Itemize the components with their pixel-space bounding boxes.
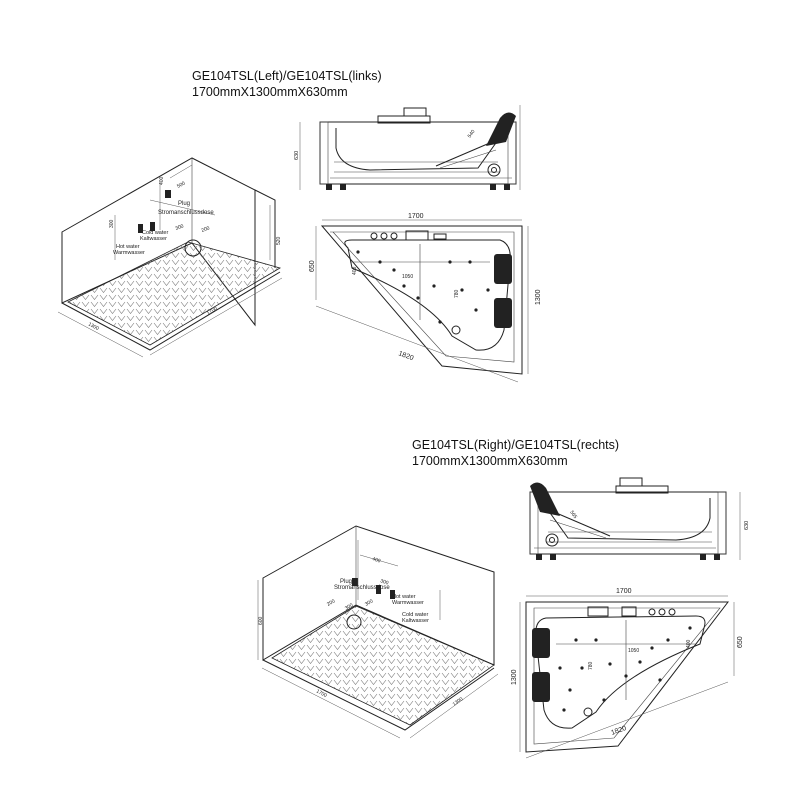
left-top-width: 1700 — [408, 213, 424, 220]
left-model-size: 1700mmX1300mmX630mm — [192, 85, 348, 99]
left-top-seat: 400 — [352, 266, 358, 275]
left-top-diagonal: 1820 — [397, 350, 414, 362]
right-top-control-panel — [587, 606, 609, 617]
right-model-heading: GE104TSL(Right)/GE104TSL(rechts) 1700mmX… — [412, 437, 619, 469]
left-dim-mid: 400 — [159, 176, 165, 185]
right-top-short-side: 650 — [737, 636, 744, 648]
left-hot-label: Hot water — [116, 244, 140, 250]
right-hot-pipe-icon — [376, 585, 381, 594]
right-dim-left: 200 — [326, 598, 336, 607]
left-top-inner-depth: 780 — [454, 289, 460, 298]
right-top-inner-depth: 780 — [588, 661, 594, 670]
right-top-depth: 1300 — [511, 669, 518, 685]
right-pillow-icon — [532, 628, 550, 658]
left-plug-icon — [165, 190, 171, 198]
right-pump-icon — [545, 533, 559, 547]
left-top-view: 1700 1300 650 1820 1050 780 400 — [309, 213, 542, 383]
right-top-view: 1700 1300 650 1820 1050 780 400 — [511, 588, 744, 759]
left-pillow-icon-2 — [494, 298, 512, 328]
right-cold-pipe-icon — [390, 590, 395, 599]
left-room-view: Plug Stromanschlussdose Cold water Kaltw… — [57, 157, 283, 358]
left-cold-label-de: Kaltwasser — [140, 236, 167, 242]
right-dim-c2: 300 — [364, 598, 374, 607]
left-dim-top: 500 — [176, 180, 186, 189]
right-dim-mid: 300 — [379, 578, 389, 586]
left-plug-label: Plug — [178, 201, 190, 207]
right-top-width: 1700 — [616, 588, 632, 595]
left-front-height: 630 — [294, 151, 300, 160]
left-dim-c1: 300 — [175, 223, 185, 232]
left-drain-icon — [184, 239, 202, 257]
left-cold-pipe-icon — [150, 222, 155, 231]
left-dim-c2: 200 — [201, 225, 211, 234]
right-top-diagonal: 1820 — [610, 725, 627, 737]
left-dim-floor-l: 1700 — [206, 306, 219, 317]
left-front-headrest: 540 — [467, 129, 477, 139]
right-hot-label: Hot water — [392, 594, 416, 600]
left-room-floor — [67, 241, 282, 346]
right-plug-label-de: Stromanschlussdose — [334, 585, 390, 591]
left-pillow-icon — [494, 254, 512, 284]
left-cold-label: Cold water — [142, 230, 168, 236]
right-drain-icon — [346, 614, 362, 630]
left-pump-icon — [487, 163, 501, 177]
left-hot-pipe-icon — [138, 224, 143, 233]
left-top-control-panel — [405, 230, 429, 241]
left-plug-label-de: Stromanschlussdose — [158, 210, 214, 216]
right-front-view: 630 565 — [529, 477, 750, 560]
right-model-title: GE104TSL(Right)/GE104TSL(rechts) — [412, 438, 620, 452]
right-model-size: 1700mmX1300mmX630mm — [412, 454, 568, 468]
right-front-height: 630 — [744, 521, 750, 530]
right-top-seat: 400 — [686, 639, 692, 648]
right-pillow-icon-2 — [532, 672, 550, 702]
left-dim-wall: 520 — [276, 236, 282, 245]
left-top-short-side: 650 — [309, 260, 316, 272]
left-top-inner-length: 1050 — [402, 274, 413, 280]
right-cold-label-de: Kaltwasser — [402, 618, 429, 624]
left-dim-floor-w: 1300 — [87, 321, 100, 332]
right-top-inner-length: 1050 — [628, 648, 639, 654]
left-top-depth: 1300 — [535, 289, 542, 305]
right-dim-floor-l: 1700 — [315, 688, 328, 699]
right-cold-label: Cold water — [402, 612, 428, 618]
left-model-heading: GE104TSL(Left)/GE104TSL(links) 1700mmX13… — [192, 68, 382, 100]
left-dim-left: 300 — [109, 219, 115, 228]
right-room-view: Plug Stromanschlussdose Hot water Warmwa… — [257, 525, 499, 739]
right-dim-wall: 600 — [258, 616, 264, 625]
left-hot-label-de: Warmwasser — [113, 250, 145, 256]
left-model-title: GE104TSL(Left)/GE104TSL(links) — [192, 69, 382, 83]
right-headrest-icon — [530, 482, 560, 516]
right-hot-label-de: Warmwasser — [392, 600, 424, 606]
right-front-headrest: 565 — [568, 510, 578, 520]
right-plug-icon — [352, 578, 358, 586]
left-front-view: 630 540 — [294, 105, 521, 190]
left-headrest-icon — [486, 112, 516, 146]
right-plug-label: Plug — [340, 579, 352, 585]
right-dim-c1: 300 — [344, 602, 354, 611]
right-room-floor — [271, 605, 495, 726]
right-dim-top: 400 — [371, 556, 381, 564]
right-dim-floor-w: 1300 — [452, 696, 465, 707]
